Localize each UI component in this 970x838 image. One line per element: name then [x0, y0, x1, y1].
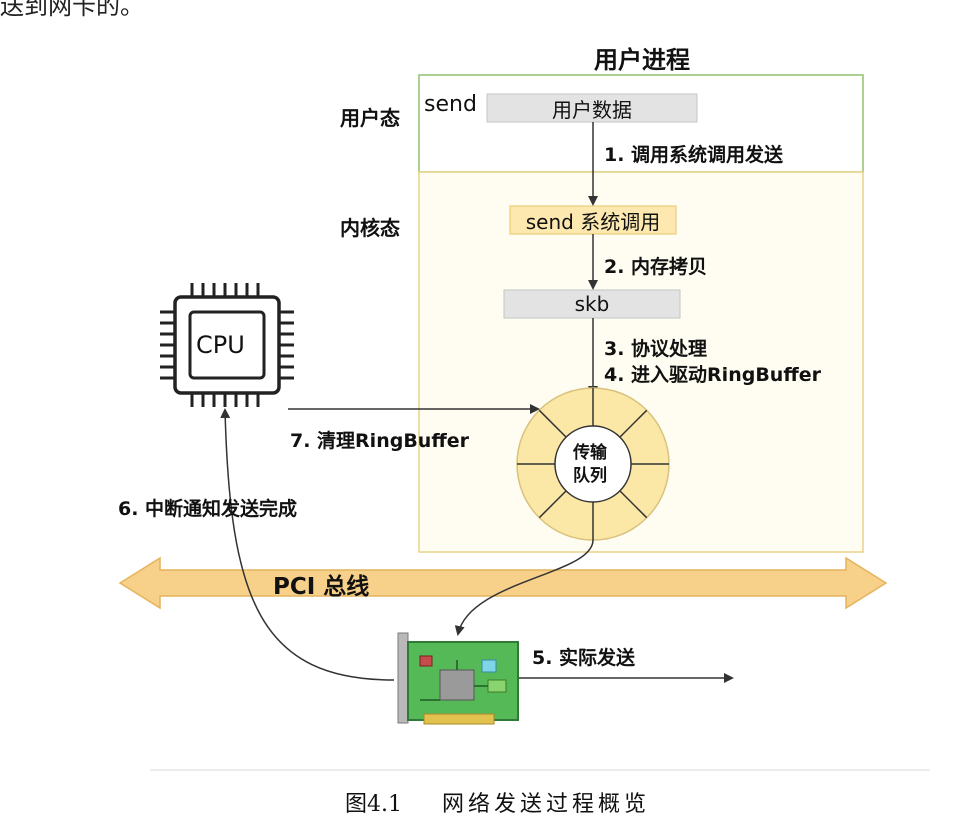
syscall-box	[509, 205, 677, 235]
skb-box	[503, 289, 681, 319]
step1-label: 1. 调用系统调用发送	[604, 144, 784, 166]
step4-label: 4. 进入驱动RingBuffer	[604, 364, 821, 386]
pci-bus-label: PCI 总线	[273, 574, 370, 600]
step7-label: 7. 清理RingBuffer	[290, 430, 469, 452]
queue-label-line2: 队列	[573, 466, 607, 486]
step6-label: 6. 中断通知发送完成	[118, 498, 298, 520]
cpu-chip-icon	[160, 283, 294, 407]
ring-buffer	[516, 387, 670, 541]
figure-number: 图4.1	[345, 792, 402, 817]
network-card-icon	[397, 632, 519, 725]
process-title: 用户进程	[594, 46, 690, 74]
step2-label: 2. 内存拷贝	[604, 256, 708, 278]
arrow-ring-to-nic	[454, 539, 594, 636]
cpu-label: CPU	[196, 331, 245, 359]
kernel-mode-label: 内核态	[340, 216, 400, 240]
figure-title: 网络发送过程概览	[442, 792, 651, 817]
user-data-label: 用户数据	[552, 97, 632, 122]
arrow-step6	[220, 408, 395, 681]
step5-label: 5. 实际发送	[532, 647, 636, 669]
user-space-frame	[418, 74, 864, 173]
step3-label: 3. 协议处理	[604, 338, 708, 360]
queue-label-line1: 传输	[573, 443, 607, 463]
skb-label: skb	[574, 292, 610, 316]
user-mode-label: 用户态	[340, 106, 400, 130]
top-text-fragment: 送到网卡的。	[0, 0, 144, 20]
send-label: send	[424, 92, 477, 117]
pci-bus-arrow	[118, 556, 888, 610]
user-data-box	[486, 93, 698, 123]
syscall-label: send 系统调用	[525, 209, 661, 234]
